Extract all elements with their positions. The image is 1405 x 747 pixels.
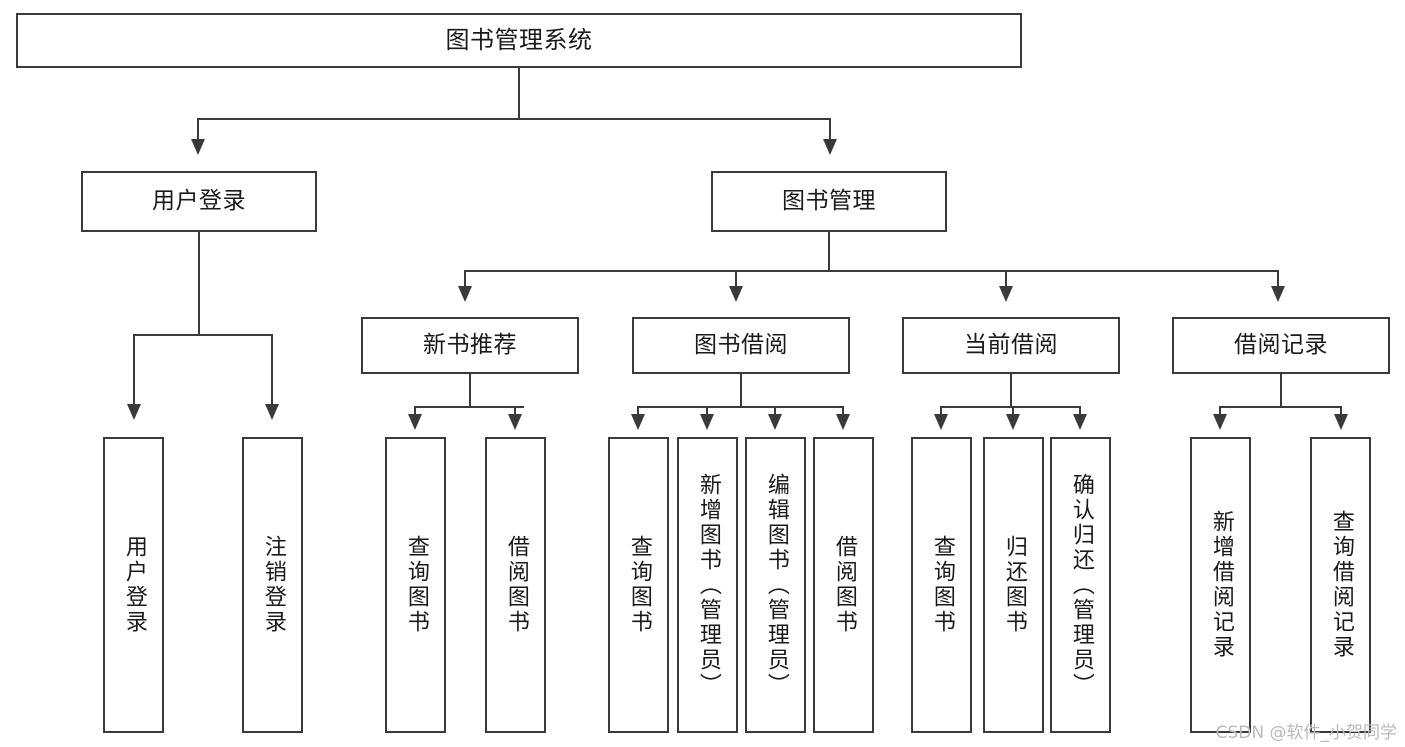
- node-label: 借阅记录: [1234, 331, 1328, 358]
- connector-new-book-rec-stem: [469, 374, 471, 408]
- connector-root-stem: [518, 68, 520, 119]
- node-label: 查询图书: [626, 535, 652, 635]
- arrowhead-nbr-leaf2: [508, 414, 522, 430]
- arrowhead-current-borrow: [999, 286, 1013, 302]
- connector-borrow-record-bus: [1219, 406, 1342, 408]
- node-label: 查询图书: [403, 535, 429, 635]
- node-label: 注销登录: [260, 535, 286, 635]
- connector-bb-leaf4: [842, 406, 844, 416]
- node-new-book-recommend[interactable]: 新书推荐: [361, 317, 579, 374]
- connector-cb-leaf3: [1079, 406, 1081, 416]
- connector-level3-bus: [464, 270, 1279, 272]
- node-label: 确认归还（管理员）: [1068, 472, 1094, 698]
- leaf-add-book-admin[interactable]: 新增图书（管理员）: [677, 437, 738, 733]
- connector-to-borrow-record: [1277, 270, 1279, 288]
- connector-new-book-rec-bus: [414, 406, 524, 408]
- node-label: 图书管理: [782, 187, 876, 214]
- node-borrow-record[interactable]: 借阅记录: [1172, 317, 1390, 374]
- connector-to-leaf-user-login: [133, 334, 135, 406]
- node-root-system[interactable]: 图书管理系统: [16, 13, 1022, 68]
- connector-br-leaf1: [1219, 406, 1221, 416]
- arrowhead-bb-leaf2: [700, 414, 714, 430]
- connector-user-login-stem: [198, 232, 200, 336]
- arrowhead-cb-leaf3: [1073, 414, 1087, 430]
- node-book-management[interactable]: 图书管理: [711, 171, 947, 232]
- node-label: 用户登录: [121, 535, 147, 635]
- arrowhead-leaf-user-login: [127, 404, 141, 420]
- connector-nbr-leaf2: [514, 406, 516, 416]
- connector-to-leaf-logout: [271, 334, 273, 406]
- leaf-query-book-borrow[interactable]: 查询图书: [608, 437, 669, 733]
- connector-cb-leaf2: [1012, 406, 1014, 416]
- connector-book-borrow-stem: [740, 374, 742, 408]
- arrowhead-leaf-logout: [265, 404, 279, 420]
- connector-borrow-record-stem: [1280, 374, 1282, 408]
- node-label: 用户登录: [152, 187, 246, 214]
- node-label: 新书推荐: [423, 331, 517, 358]
- node-user-login[interactable]: 用户登录: [81, 171, 317, 232]
- node-label: 借阅图书: [831, 535, 857, 635]
- node-book-borrow[interactable]: 图书借阅: [632, 317, 850, 374]
- connector-to-book-borrow: [735, 270, 737, 288]
- node-label: 图书管理系统: [445, 26, 593, 55]
- connector-br-leaf2: [1340, 406, 1342, 416]
- node-label: 图书借阅: [694, 331, 788, 358]
- arrowhead-br-leaf2: [1334, 414, 1348, 430]
- connector-current-borrow-stem: [1010, 374, 1012, 408]
- connector-to-book-mgmt: [829, 118, 831, 141]
- node-label: 新增借阅记录: [1208, 510, 1234, 660]
- arrowhead-bb-leaf3: [768, 414, 782, 430]
- leaf-user-login[interactable]: 用户登录: [103, 437, 164, 733]
- arrowhead-cb-leaf1: [934, 414, 948, 430]
- node-label: 当前借阅: [964, 331, 1058, 358]
- arrowhead-new-book-rec: [458, 286, 472, 302]
- arrowhead-nbr-leaf1: [408, 414, 422, 430]
- arrowhead-borrow-record: [1271, 286, 1285, 302]
- leaf-query-borrow-record[interactable]: 查询借阅记录: [1310, 437, 1371, 733]
- node-label: 编辑图书（管理员）: [763, 472, 789, 698]
- node-label: 借阅图书: [503, 535, 529, 635]
- arrowhead-book-borrow: [729, 286, 743, 302]
- connector-book-mgmt-stem: [828, 232, 830, 272]
- connector-to-current-borrow: [1005, 270, 1007, 288]
- connector-bb-leaf1: [637, 406, 639, 416]
- arrowhead-cb-leaf2: [1006, 414, 1020, 430]
- node-current-borrow[interactable]: 当前借阅: [902, 317, 1120, 374]
- arrowhead-bb-leaf4: [836, 414, 850, 430]
- leaf-add-borrow-record[interactable]: 新增借阅记录: [1190, 437, 1251, 733]
- connector-bb-leaf3: [774, 406, 776, 416]
- leaf-edit-book-admin[interactable]: 编辑图书（管理员）: [745, 437, 806, 733]
- leaf-borrow-book-recommend[interactable]: 借阅图书: [485, 437, 546, 733]
- connector-current-borrow-bus: [940, 406, 1081, 408]
- connector-to-user-login: [197, 118, 199, 141]
- arrowhead-to-book-mgmt: [823, 139, 837, 155]
- node-label: 新增图书（管理员）: [695, 472, 721, 698]
- connector-bb-leaf2: [706, 406, 708, 416]
- node-label: 归还图书: [1001, 535, 1027, 635]
- leaf-return-book[interactable]: 归还图书: [983, 437, 1044, 733]
- watermark-text: CSDN @软件_小贺同学: [1215, 723, 1397, 743]
- connector-level2-bus: [197, 118, 831, 120]
- leaf-confirm-return-admin[interactable]: 确认归还（管理员）: [1050, 437, 1111, 733]
- connector-user-login-bus: [133, 334, 272, 336]
- arrowhead-br-leaf1: [1213, 414, 1227, 430]
- node-label: 查询图书: [929, 535, 955, 635]
- leaf-query-book-current[interactable]: 查询图书: [911, 437, 972, 733]
- connector-cb-leaf1: [940, 406, 942, 416]
- node-label: 查询借阅记录: [1328, 510, 1354, 660]
- arrowhead-to-user-login: [191, 139, 205, 155]
- connector-nbr-leaf1: [414, 406, 416, 416]
- connector-to-new-book-rec: [464, 270, 466, 288]
- leaf-query-book-recommend[interactable]: 查询图书: [385, 437, 446, 733]
- leaf-logout[interactable]: 注销登录: [242, 437, 303, 733]
- arrowhead-bb-leaf1: [631, 414, 645, 430]
- leaf-borrow-book[interactable]: 借阅图书: [813, 437, 874, 733]
- connector-book-borrow-bus: [637, 406, 843, 408]
